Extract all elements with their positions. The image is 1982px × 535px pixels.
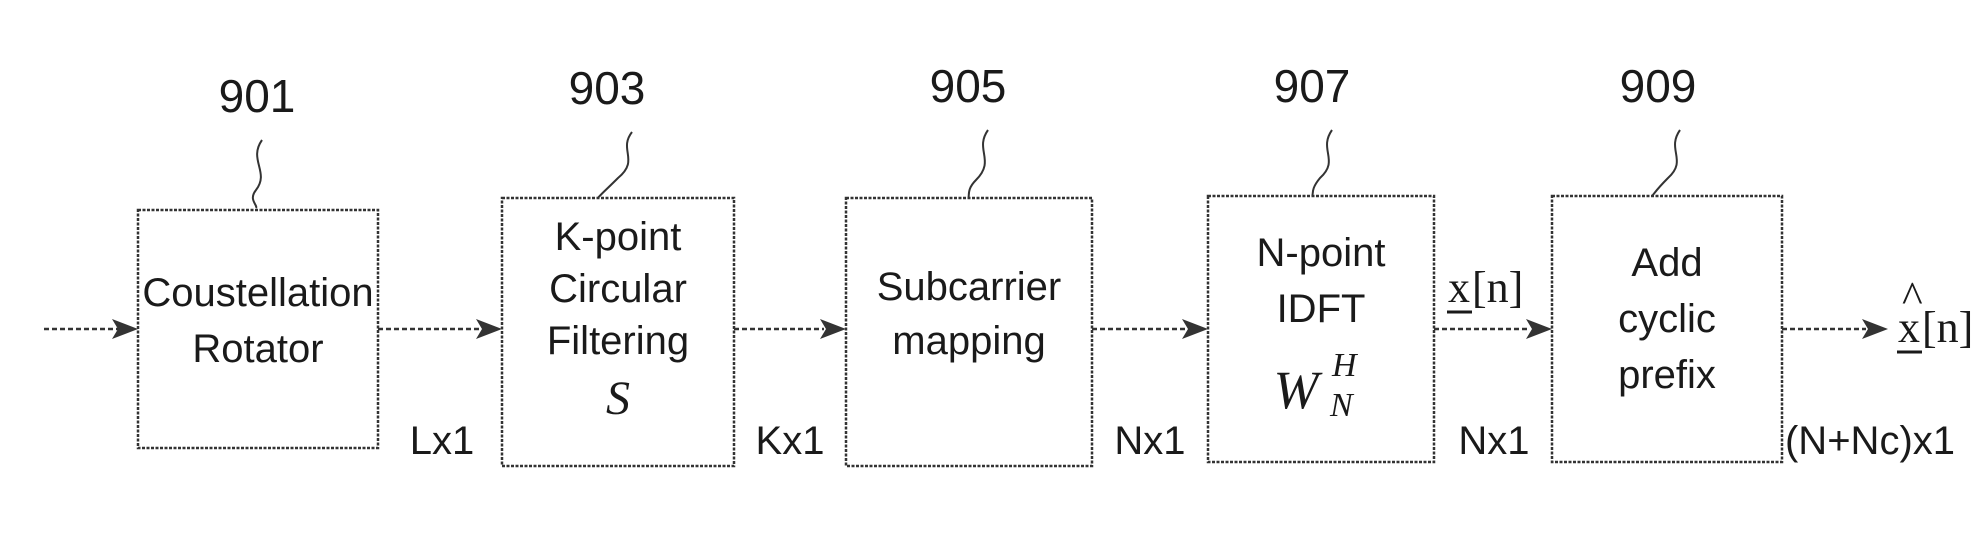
signal-output: ^ x [n] xyxy=(1897,273,1973,352)
block-907-line-2: IDFT xyxy=(1277,287,1366,331)
ref-909: 909 xyxy=(1620,60,1697,112)
idft-matrix-symbol: W xyxy=(1274,360,1324,420)
block-903-line-1: K-point xyxy=(555,215,682,259)
dimension-after-905: Nx1 xyxy=(1114,419,1185,463)
block-905-line-2: mapping xyxy=(892,319,1045,363)
block-909-line-1: Add xyxy=(1631,241,1702,285)
dimension-after-907: Nx1 xyxy=(1458,419,1529,463)
ref-905: 905 xyxy=(930,60,1007,112)
leader-905 xyxy=(968,130,988,200)
block-903-line-2: Circular xyxy=(549,267,687,311)
arrowhead-903 xyxy=(476,319,502,339)
signal-x-n-base: x xyxy=(1448,263,1470,312)
block-901-line-1: Coustellation xyxy=(142,271,373,315)
input-arrowhead xyxy=(112,319,138,339)
signal-output-arg: [n] xyxy=(1922,303,1973,352)
filter-matrix-symbol: S xyxy=(606,372,630,425)
signal-x-n-arg: [n] xyxy=(1472,263,1523,312)
block-903-line-3: Filtering xyxy=(547,319,689,363)
idft-symbol-superscript: H xyxy=(1331,347,1359,384)
arrowhead-907 xyxy=(1182,319,1208,339)
block-909-line-3: prefix xyxy=(1618,353,1716,397)
dimension-after-901: Lx1 xyxy=(410,419,475,463)
block-907-line-1: N-point xyxy=(1257,231,1386,275)
signal-output-base: x xyxy=(1898,303,1920,352)
dimension-output: (N+Nc)x1 xyxy=(1785,419,1955,463)
ref-907: 907 xyxy=(1274,60,1351,112)
block-901-line-2: Rotator xyxy=(192,327,323,371)
signal-x-n: x [n] xyxy=(1447,263,1523,312)
leader-909 xyxy=(1652,130,1680,196)
dimension-after-903: Kx1 xyxy=(756,419,825,463)
block-905-line-1: Subcarrier xyxy=(877,265,1062,309)
ref-901: 901 xyxy=(219,70,296,122)
arrowhead-909 xyxy=(1526,319,1552,339)
leader-907 xyxy=(1312,130,1332,196)
idft-symbol-subscript: N xyxy=(1329,387,1355,424)
block-909-line-2: cyclic xyxy=(1618,297,1716,341)
leader-903 xyxy=(598,132,632,198)
ref-903: 903 xyxy=(569,62,646,114)
leader-901 xyxy=(253,140,262,208)
